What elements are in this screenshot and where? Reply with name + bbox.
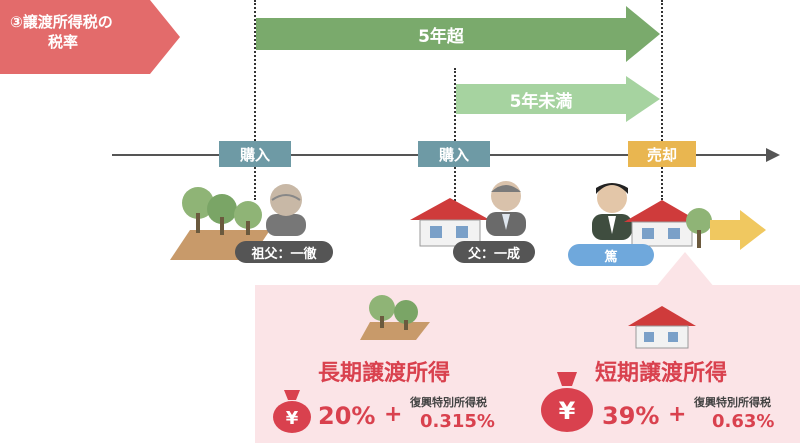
arrow-long	[256, 6, 660, 62]
long-term-rate: 20%	[318, 402, 376, 430]
house-icon-self	[624, 200, 700, 247]
sell-box: 売却	[628, 141, 696, 167]
callout-pointer	[655, 252, 715, 288]
person-icon-grandfather	[266, 184, 306, 236]
long-term-plus: +	[384, 402, 403, 427]
short-term-title: 短期譲渡所得	[595, 361, 728, 386]
tree-icon	[182, 187, 262, 235]
grandfather-label: 祖父：一徹	[235, 241, 333, 263]
timeline-arrowhead	[766, 148, 780, 162]
dotted-line-father	[454, 68, 456, 208]
tree-icon-self	[686, 208, 712, 248]
long-term-sub-label: 復興特別所得税	[410, 396, 487, 409]
short-term-plus: +	[668, 402, 687, 427]
result-panel	[255, 285, 800, 443]
person-icon-self	[592, 183, 632, 240]
dotted-line-sell	[661, 0, 663, 200]
svg-text:¥: ¥	[286, 408, 299, 429]
long-term-title: 長期譲渡所得	[318, 361, 451, 386]
svg-text:¥: ¥	[559, 397, 576, 425]
long-term-sub-rate: 0.315%	[420, 411, 495, 432]
title-line-2: 税率	[48, 33, 79, 51]
gold-arrow	[710, 210, 766, 250]
buy-box-2: 購入	[418, 141, 490, 167]
short-term-rate: 39%	[602, 402, 660, 430]
buy-box-1: 購入	[219, 141, 291, 167]
arrow-short-label: 5年未満	[509, 91, 573, 112]
section-title-tag: ③譲渡所得税の 税率	[0, 0, 180, 74]
dotted-line-grandfather	[254, 0, 256, 200]
house-icon-short	[628, 306, 696, 349]
short-term-sub-label: 復興特別所得税	[694, 396, 771, 409]
father-label: 父：一成	[453, 241, 535, 263]
arrow-long-label: 5年超	[418, 26, 464, 47]
tree-icon-long	[360, 295, 430, 340]
person-icon-father	[486, 181, 526, 236]
yen-bag-icon-long: ¥	[273, 390, 311, 433]
arrow-short	[456, 76, 660, 122]
self-label: 篤	[568, 244, 654, 266]
short-term-sub-rate: 0.63%	[712, 411, 775, 432]
title-line-1: ③譲渡所得税の	[10, 13, 113, 31]
house-icon-father	[410, 198, 490, 247]
yen-bag-icon-short: ¥	[541, 372, 593, 432]
